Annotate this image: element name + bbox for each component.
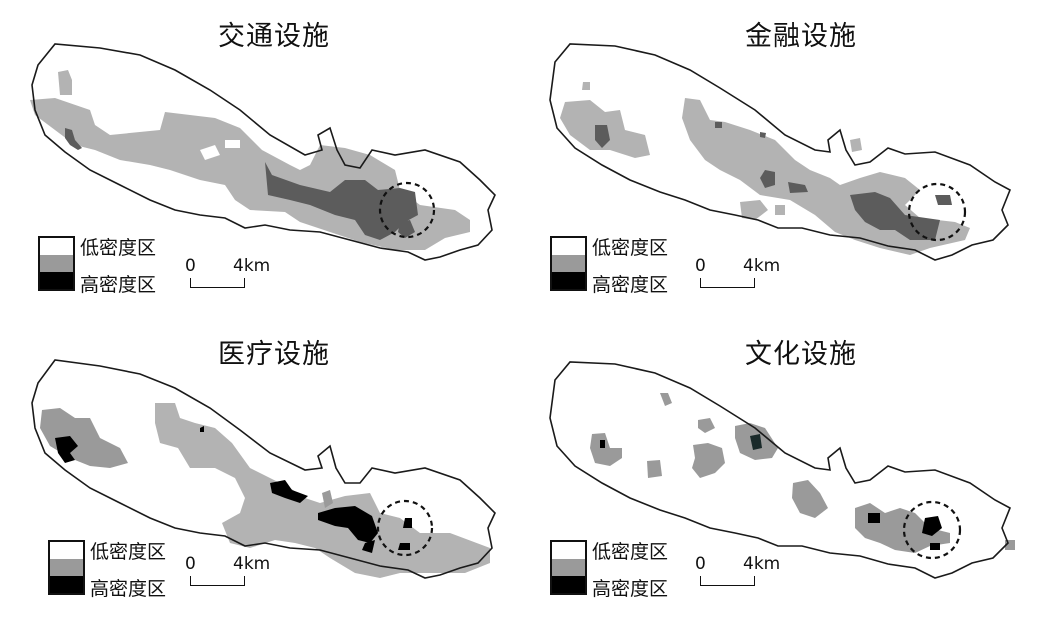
panel-finance: 金融设施 低密度区 高密度区 0 4km <box>510 0 1020 300</box>
scale-end: 4km <box>233 256 271 276</box>
map-finance <box>549 43 1012 261</box>
panel-title: 文化设施 <box>745 339 857 370</box>
legend-low-label: 低密度区 <box>80 237 157 259</box>
legend-high-label: 高密度区 <box>90 578 167 600</box>
scale-line <box>190 278 245 288</box>
scale-end: 4km <box>743 554 781 574</box>
scale-start: 0 <box>695 554 706 574</box>
scale-end: 4km <box>233 554 271 574</box>
legend-swatches <box>550 236 587 291</box>
scale-line <box>700 278 755 288</box>
legend-high-label: 高密度区 <box>592 274 669 296</box>
panel-title: 交通设施 <box>218 21 330 52</box>
panel-title: 医疗设施 <box>218 339 330 370</box>
map-medical <box>31 359 496 579</box>
panel-medical: 医疗设施 低密度区 高密度区 0 4km <box>0 318 510 618</box>
panel-title: 金融设施 <box>745 21 857 52</box>
legend-low-label: 低密度区 <box>592 541 669 563</box>
scale-end: 4km <box>743 256 781 276</box>
legend-low-label: 低密度区 <box>90 541 167 563</box>
legend-low-label: 低密度区 <box>592 237 669 259</box>
panel-culture: 文化设施 低密度区 高密度区 0 4km <box>510 318 1020 618</box>
legend-swatches <box>48 540 85 595</box>
scale-start: 0 <box>695 256 706 276</box>
legend-swatches <box>550 540 587 595</box>
scale-line <box>190 576 245 586</box>
panel-transport: 交通设施 低密度区 高密度区 0 4km <box>0 0 510 300</box>
scale-line <box>700 576 755 586</box>
scale-start: 0 <box>185 256 196 276</box>
scale-start: 0 <box>185 554 196 574</box>
legend-swatches <box>38 236 75 291</box>
map-transport <box>30 43 496 261</box>
legend-high-label: 高密度区 <box>592 578 669 600</box>
map-culture <box>549 361 1015 579</box>
legend-high-label: 高密度区 <box>80 274 157 296</box>
